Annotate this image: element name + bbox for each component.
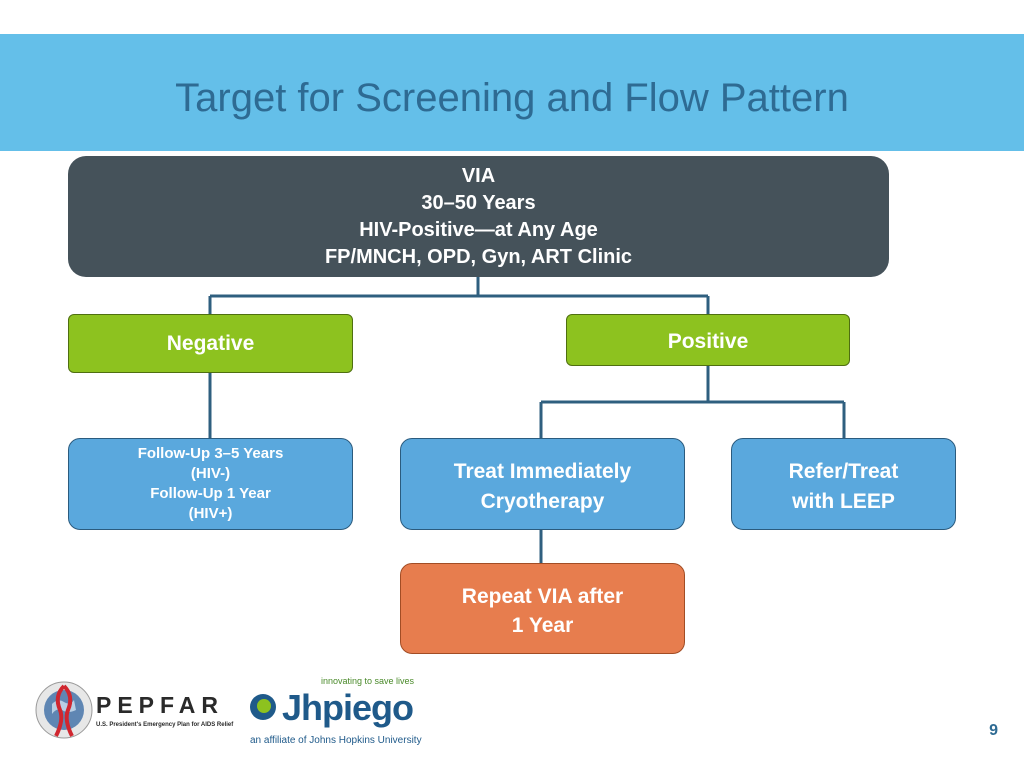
follow-up-box: Follow-Up 3–5 Years (HIV-) Follow-Up 1 Y… [68, 438, 353, 530]
follow-up-line: Follow-Up 3–5 Years [137, 445, 284, 462]
pepfar-subtitle: U.S. President's Emergency Plan for AIDS… [96, 722, 234, 728]
negative-label: Negative [166, 331, 255, 355]
refer-line: Refer/Treat [788, 460, 899, 483]
pepfar-wordmark: PEPFAR [96, 692, 225, 718]
via-screening-box: VIA 30–50 Years HIV-Positive—at Any Age … [68, 156, 889, 277]
follow-up-line: (HIV+) [188, 505, 233, 522]
follow-up-line: (HIV-) [190, 465, 231, 482]
pepfar-seal-icon [35, 681, 93, 739]
treat-immediately-box: Treat Immediately Cryotherapy [400, 438, 685, 530]
root-line: FP/MNCH, OPD, Gyn, ART Clinic [324, 245, 633, 268]
follow-up-line: Follow-Up 1 Year [150, 485, 271, 502]
root-line: VIA [461, 164, 496, 187]
repeat-line: 1 Year [511, 614, 574, 637]
jhpiego-affiliation: an affiliate of Johns Hopkins University [250, 735, 422, 746]
treat-line: Cryotherapy [480, 490, 605, 513]
jhpiego-tagline: innovating to save lives [321, 676, 415, 686]
refer-line: with LEEP [792, 490, 895, 513]
positive-label: Positive [667, 330, 749, 353]
treat-line: Treat Immediately [453, 460, 632, 483]
root-line: 30–50 Years [421, 191, 536, 214]
pepfar-logo: PEPFAR U.S. President's Emergency Plan f… [34, 678, 234, 748]
root-line: HIV-Positive—at Any Age [359, 218, 598, 241]
negative-box: Negative [68, 314, 353, 373]
title-band: Target for Screening and Flow Pattern [0, 34, 1024, 151]
positive-box: Positive [566, 314, 850, 366]
jhpiego-wordmark: Jhpiego [282, 687, 414, 728]
slide-title: Target for Screening and Flow Pattern [175, 76, 849, 120]
jhpiego-logo: innovating to save lives Jhpiego an affi… [246, 670, 422, 750]
page-number: 9 [989, 722, 998, 739]
refer-treat-box: Refer/Treat with LEEP [731, 438, 956, 530]
repeat-via-box: Repeat VIA after 1 Year [400, 563, 685, 654]
repeat-line: Repeat VIA after [461, 585, 624, 608]
jhpiego-mark-icon [250, 694, 276, 720]
